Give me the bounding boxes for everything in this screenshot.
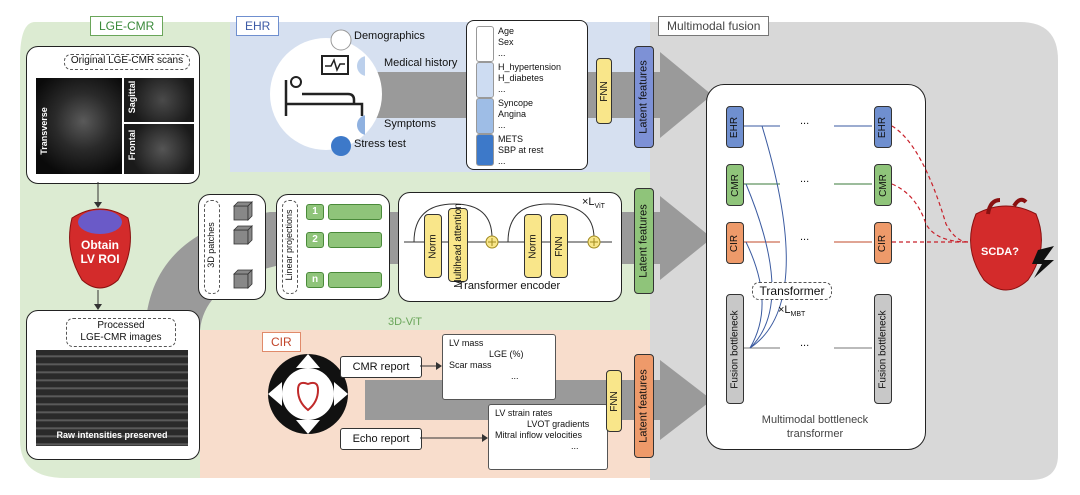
- encoder-title: Transformer encoder: [457, 280, 561, 292]
- ehr-fields-group-2: H_hypertension H_diabetes ...: [498, 62, 561, 95]
- ehr-category-medical-history: Medical history: [384, 57, 458, 69]
- ehr-field: ...: [498, 48, 506, 58]
- token-n: n: [306, 272, 324, 288]
- token-2-bar: [328, 232, 382, 248]
- ehr-field: ...: [498, 120, 506, 130]
- transformer-encoder-card: [398, 192, 622, 302]
- ehr-fields-group-1: Age Sex ...: [498, 26, 514, 59]
- fusion-ellipsis-cmr: ...: [800, 173, 810, 185]
- ehr-field-swatch-1: [476, 26, 494, 62]
- linear-label: Linear projections: [284, 209, 294, 281]
- echo-field: ...: [571, 441, 579, 451]
- ehr-category-symptoms: Symptoms: [384, 118, 436, 130]
- patches-label: 3D patches: [206, 222, 216, 268]
- echo-fields-box: LV strain rates LVOT gradients Mitral in…: [488, 404, 608, 470]
- echo-field: LVOT gradients: [527, 419, 590, 429]
- cir-fnn-block: FNN: [606, 370, 622, 432]
- scda-output-label: SCDA?: [981, 246, 1019, 258]
- raw-intensities-caption: Raw intensities preserved: [56, 430, 168, 440]
- fusion-token-cir-in: CIR: [726, 222, 744, 264]
- original-scans-title: Original LGE-CMR scans: [64, 54, 190, 70]
- fusion-token-cir-out: CIR: [874, 222, 892, 264]
- scan-transverse-image: [36, 78, 122, 174]
- encoder-norm-1: Norm: [424, 214, 442, 278]
- fusion-ellipsis-bottleneck: ...: [800, 337, 810, 349]
- fusion-ellipsis-cir: ...: [800, 231, 810, 243]
- fusion-transformer-label: Transformer: [752, 282, 832, 300]
- fusion-repeat-label: ×LMBT: [778, 304, 806, 319]
- ehr-field: Age: [498, 26, 515, 36]
- fusion-token-cmr-in: CMR: [726, 164, 744, 206]
- token-n-bar: [328, 272, 382, 288]
- patches-title: [204, 200, 220, 294]
- camera-heart-icon: [268, 354, 348, 434]
- token-2: 2: [306, 232, 324, 248]
- section-label-3d-vit: 3D-ViT: [388, 316, 423, 328]
- encoder-fnn: FNN: [550, 214, 568, 278]
- fusion-token-bottleneck-in: Fusion bottleneck: [726, 294, 744, 404]
- ehr-category-stress-test: Stress test: [354, 138, 406, 150]
- ehr-latent-features: Latent features: [634, 46, 654, 148]
- fusion-ellipsis-ehr: ...: [800, 115, 810, 127]
- cmr-fields-box: LV mass LGE (%) Scar mass ...: [442, 334, 556, 400]
- scan-sagittal-image: [124, 78, 194, 122]
- scda-heart-icon: [970, 197, 1054, 291]
- ehr-field-swatch-4: [476, 134, 494, 166]
- patch-cubes-icon: [233, 201, 253, 289]
- ehr-field: Angina: [498, 109, 527, 119]
- vit-latent-features: Latent features: [634, 188, 654, 294]
- processed-line1: Processed: [97, 320, 145, 331]
- fusion-token-ehr-in: EHR: [726, 106, 744, 148]
- ehr-field: H_hypertension: [498, 62, 562, 72]
- ehr-fields-group-3: Syncope Angina ...: [498, 98, 533, 131]
- fusion-token-ehr-out: EHR: [874, 106, 892, 148]
- cmr-field: LGE (%): [489, 349, 524, 359]
- fusion-token-cmr-out: CMR: [874, 164, 892, 206]
- cir-latent-features: Latent features: [634, 354, 654, 458]
- scan-frontal-image: [124, 124, 194, 174]
- ehr-field: METS: [498, 134, 524, 144]
- processed-line2: LGE-CMR images: [80, 332, 162, 343]
- token-1: 1: [306, 204, 324, 220]
- section-label-cir: CIR: [262, 332, 301, 352]
- ehr-field: ...: [498, 156, 506, 166]
- processed-image-stack: [36, 350, 188, 446]
- echo-report-box: Echo report: [340, 428, 422, 450]
- lge-connector-lines: [94, 182, 102, 310]
- cmr-report-box: CMR report: [340, 356, 422, 378]
- section-label-ehr: EHR: [236, 16, 280, 36]
- encoder-multihead-attention: Multihead attention: [448, 203, 468, 287]
- echo-field: Mitral inflow velocities: [495, 430, 583, 440]
- ehr-field: H_diabetes: [498, 73, 544, 83]
- roi-label-line2: LV ROI: [80, 252, 120, 266]
- ehr-fields-group-4: METS SBP at rest ...: [498, 134, 543, 167]
- ehr-field: Syncope: [498, 98, 534, 108]
- encoder-repeat-label: ×LViT: [582, 196, 605, 211]
- ehr-fnn-block: FNN: [596, 58, 612, 124]
- roi-label-line1: Obtain: [81, 238, 119, 252]
- ehr-field: SBP at rest: [498, 145, 544, 155]
- ehr-patient-icon: [270, 38, 382, 150]
- ehr-field: ...: [498, 84, 506, 94]
- echo-field: LV strain rates: [495, 408, 553, 418]
- ehr-category-demographics: Demographics: [354, 30, 425, 42]
- ehr-category-dots: [330, 29, 365, 156]
- fusion-token-bottleneck-out: Fusion bottleneck: [874, 294, 892, 404]
- fusion-caption-line2: transformer: [786, 428, 844, 440]
- section-label-lge-cmr: LGE-CMR: [90, 16, 164, 36]
- fusion-caption-line1: Multimodal bottleneck: [761, 414, 869, 426]
- cmr-field: ...: [511, 371, 519, 381]
- cmr-field: LV mass: [449, 338, 484, 348]
- linear-title: [282, 200, 298, 294]
- ehr-field-swatch-3: [476, 98, 494, 134]
- token-1-bar: [328, 204, 382, 220]
- encoder-norm-2: Norm: [524, 214, 542, 278]
- cir-connector-arrows: [420, 362, 488, 442]
- cmr-field: Scar mass: [449, 360, 492, 370]
- ehr-field-swatch-2: [476, 62, 494, 98]
- ehr-field: Sex: [498, 37, 514, 47]
- processed-images-title: Processed LGE-CMR images: [66, 318, 176, 347]
- heart-roi-icon: [69, 208, 131, 289]
- section-label-multimodal-fusion: Multimodal fusion: [658, 16, 770, 36]
